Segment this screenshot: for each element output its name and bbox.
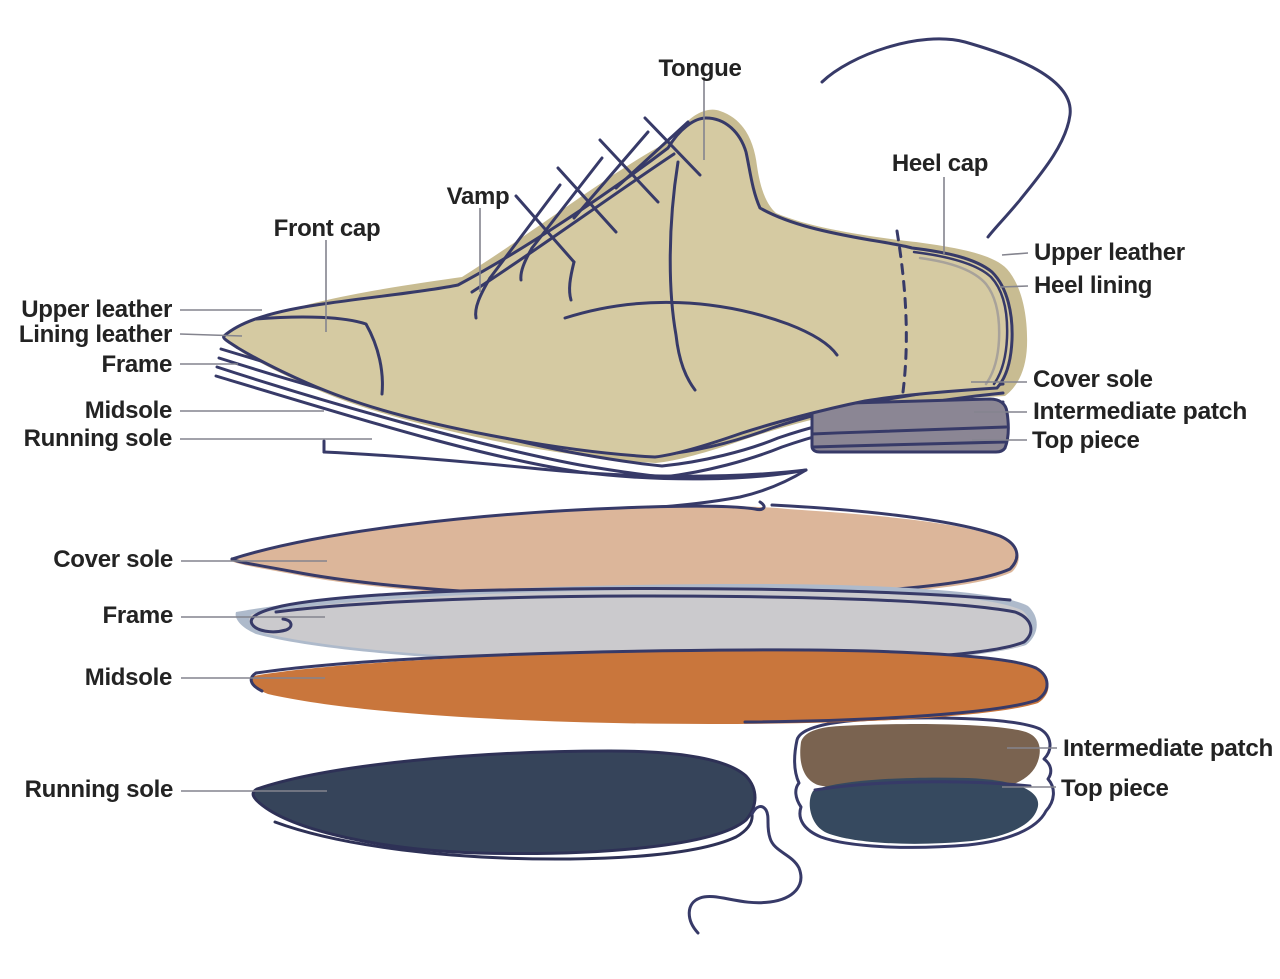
quarter-seam [668,160,697,392]
sole-bottom-line [214,374,808,481]
leader-lines [179,80,1057,792]
lace-panel-edge [470,152,676,294]
label-running-sole-bottom: Running sole [25,776,173,803]
shoe-side-view [214,37,1072,513]
intermediate-patch-shape [800,724,1040,792]
lace-cross-4 [614,120,690,190]
label-lining-leather: Lining leather [19,321,172,348]
label-tongue: Tongue [658,55,741,82]
label-midsole-bottom: Midsole [85,664,172,691]
lace-cross-5 [514,194,576,264]
sole-return-line [322,450,808,478]
heel-patches-loop-outline [793,716,1055,849]
label-vamp: Vamp [447,183,510,210]
running-sole-shape [251,749,757,856]
heel-block-mid-line [810,425,1008,436]
label-top-piece-bottom: Top piece [1061,775,1169,802]
loose-thread-curve [687,805,803,935]
lace-tip-1 [474,276,492,320]
heel-back-inner-line [912,250,1009,386]
lace-cross-6 [556,166,618,234]
cover-sole-shape [230,506,1019,601]
frame-shape [249,589,1032,663]
lace-tip-3 [519,246,534,282]
label-intermediate-patch-right: Intermediate patch [1033,398,1247,425]
lace-cross-7 [598,138,660,204]
lace-cross-8 [643,116,702,177]
label-frame-bottom: Frame [102,602,173,629]
lace-cross-1 [488,183,562,280]
lace-tip-2 [568,260,576,302]
vamp-sweep-seam [563,300,839,357]
patch-divider-line [813,780,1032,792]
labels: Tongue Heel cap Vamp Front cap Upper lea… [19,55,1273,803]
laces [470,116,702,320]
running-sole-underline [273,812,754,861]
label-cover-sole-right: Cover sole [1033,366,1153,393]
label-heel-lining: Heel lining [1034,272,1152,299]
label-midsole-top: Midsole [85,397,172,424]
frame-outline-outer [249,586,1012,634]
lace-cross-2 [530,156,604,250]
midsole-outline [249,648,1049,724]
label-intermediate-patch-bottom: Intermediate patch [1063,735,1273,762]
heel-lining-line [918,256,1001,386]
label-frame-top: Frame [101,351,172,378]
heel-block-low-line [811,440,1007,449]
cover-sole-outline-left [230,500,766,561]
label-upper-leather-left: Upper leather [21,296,172,323]
label-running-sole-top: Running sole [24,425,172,452]
loose-lace-curve [820,37,1072,239]
front-cap-seam [254,315,384,396]
exploded-sole-view [230,500,1055,935]
midsole-shape [250,650,1049,724]
label-front-cap: Front cap [274,215,381,242]
leader-lining-leather [179,333,243,337]
lace-cross-3 [572,130,650,220]
leader-heel-lining [999,285,1029,288]
label-heel-cap: Heel cap [892,150,988,177]
label-top-piece-right: Top piece [1032,427,1140,454]
shoe-body [222,116,1014,459]
label-upper-leather-right: Upper leather [1034,239,1185,266]
heel-cap-dashed-seam [895,229,908,394]
leader-upper-leather-right [1001,252,1029,256]
frame-outline-inner [274,594,1033,663]
label-cover-sole-bottom: Cover sole [53,546,173,573]
top-piece-shape [809,777,1039,844]
